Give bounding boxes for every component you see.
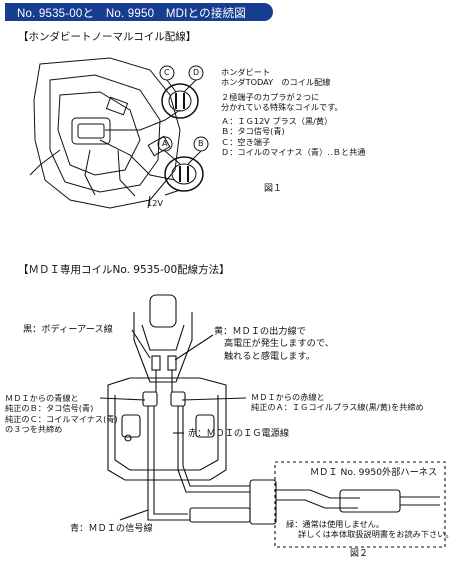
desc-terminal-d: Ｄ：コイルのマイナス（青）‥Ｂと共通 <box>221 146 366 157</box>
right-line-2: 純正のＡ：ＩＧコイルプラス線(黒/黄)を共締め <box>251 402 424 413</box>
left-line-4: の３つを共締め <box>5 423 63 434</box>
right-line-1: ＭＤＩからの赤線と <box>251 392 325 402</box>
yellow-wire-label: 黄：ＭＤＩの出力線で 高電圧が発生しますので、 触れると感電します。 <box>214 326 334 363</box>
figure1-caption: 図１ <box>264 184 283 194</box>
desc-terminal-b: Ｂ：タコ信号(青) <box>221 126 285 137</box>
blue-cofasten-label: ＭＤＩからの青線と 純正のＢ：タコ信号(青) 純正のＣ：コイルマイナス(青) の… <box>5 393 118 434</box>
desc-terminal-c: Ｃ：空き端子 <box>221 136 271 147</box>
circle-d-label: D <box>193 68 200 77</box>
yellow-line-1: 黄：ＭＤＩの出力線で <box>214 326 306 337</box>
figure2-drawing <box>99 294 446 548</box>
left-line-3: 純正のＣ：コイルマイナス(青) <box>5 413 118 424</box>
desc-terminal-a: Ａ：ＩＧ12V プラス（黒/黄） <box>221 116 333 126</box>
yellow-line-2: 高電圧が発生しますので、 <box>224 338 334 350</box>
green-line-2: 詳しくは本体取扱説明書をお読み下さい。 <box>298 529 450 540</box>
red-ig-power-label: 赤：ＭＤＩのＩＧ電源線 <box>188 428 290 439</box>
figure1-drawing <box>29 57 209 209</box>
circle-c-label: C <box>164 68 170 77</box>
title-banner: No. 9535-00と No. 9950 MDIとの接続図 <box>5 3 273 21</box>
harness-label: ＭＤＩ No. 9950外部ハーネス <box>310 467 438 478</box>
desc-line-5: 分かれている特殊なコイルです。 <box>221 101 343 112</box>
desc-line-2: ホンダTODAY のコイル配線 <box>221 77 331 88</box>
circle-a-label: A <box>162 139 168 148</box>
figure2-caption: 図２ <box>350 549 369 559</box>
green-wire-note: 緑：通常は使用しません。 詳しくは本体取扱説明書をお読み下さい。 <box>286 519 450 540</box>
yellow-line-3: 触れると感電します。 <box>224 350 315 362</box>
red-cofasten-label: ＭＤＩからの赤線と 純正のＡ：ＩＧコイルプラス線(黒/黄)を共締め <box>251 392 424 413</box>
page-title: No. 9535-00と No. 9950 MDIとの接続図 <box>17 8 246 20</box>
desc-line-1: ホンダビート <box>221 67 271 77</box>
section1-heading: 【ホンダビートノーマルコイル配線】 <box>18 31 197 43</box>
section2-heading: 【ＭＤＩ専用コイルNo. 9535-00配線方法】 <box>18 264 230 276</box>
green-line-1: 緑：通常は使用しません。 <box>286 519 385 529</box>
left-line-1: ＭＤＩからの青線と <box>5 393 79 403</box>
desc-line-4: ２極端子のカプラが２つに <box>221 91 320 102</box>
black-wire-label: 黒：ボディーアース線 <box>23 324 113 335</box>
circle-b-label: B <box>198 139 204 148</box>
blue-signal-label: 青：ＭＤＩの信号線 <box>70 523 153 534</box>
left-line-2: 純正のＢ：タコ信号(青) <box>5 403 94 414</box>
label-12v: 12V <box>147 198 164 208</box>
figure1-description: ホンダビート ホンダTODAY のコイル配線 ２極端子のカプラが２つに 分かれて… <box>221 67 366 157</box>
